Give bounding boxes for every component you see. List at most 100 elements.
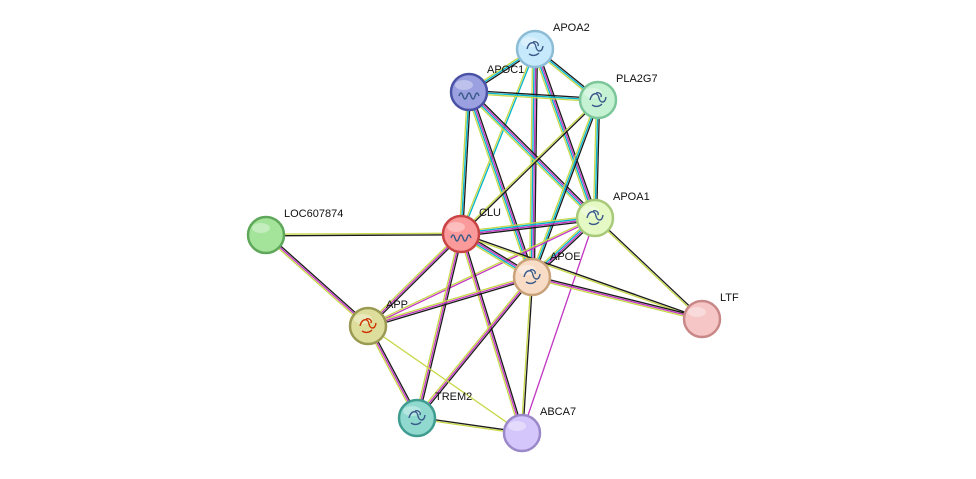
edge-strand	[461, 100, 600, 236]
edge-strand	[368, 277, 533, 329]
node-circle[interactable]	[682, 299, 722, 339]
edge-strand	[415, 275, 532, 418]
node-label: ABCA7	[540, 406, 576, 418]
edge-pla2g7-apoa1[interactable]	[592, 99, 601, 219]
edge-apoa1-abca7[interactable]	[521, 217, 596, 434]
edge-strand	[469, 89, 599, 100]
edge-apoc1-clu[interactable]	[458, 91, 472, 235]
helix-structure-icon	[458, 92, 480, 100]
node-circle[interactable]	[515, 29, 555, 69]
edge-strand	[460, 233, 523, 434]
edge-strand	[594, 218, 702, 321]
edge-strand	[467, 92, 532, 278]
node-circle[interactable]	[578, 80, 618, 120]
edge-strand	[522, 277, 534, 434]
edge-strand	[461, 233, 525, 433]
edge-apoa1-ltf[interactable]	[594, 216, 703, 321]
edge-clu-ltf[interactable]	[460, 232, 703, 321]
node-trem2[interactable]: TREM2	[397, 391, 472, 438]
edge-strand	[532, 49, 594, 220]
edge-apoa1-clu[interactable]	[460, 214, 596, 238]
node-highlight	[447, 222, 465, 232]
edge-strand	[461, 219, 596, 238]
edge-apoa1-app[interactable]	[367, 216, 596, 328]
edge-strand	[521, 217, 596, 434]
node-circle[interactable]	[246, 215, 286, 255]
node-clu[interactable]: CLU	[441, 207, 501, 254]
node-abca7[interactable]: ABCA7	[502, 406, 576, 453]
node-circle[interactable]	[575, 198, 615, 238]
edge-apoe-app[interactable]	[367, 274, 533, 329]
edge-strand	[470, 91, 535, 277]
edge-strand	[461, 232, 703, 319]
edge-strand	[459, 48, 535, 234]
node-circle[interactable]	[441, 214, 481, 254]
edge-strand	[416, 233, 462, 419]
node-app[interactable]: APP	[348, 299, 408, 346]
edge-strand	[414, 233, 461, 418]
edge-strand	[468, 92, 598, 103]
node-label: LOC607874	[284, 208, 343, 220]
edge-strand	[417, 277, 534, 420]
protein-structure-icon	[589, 92, 607, 108]
edge-clu-loc607874[interactable]	[265, 232, 462, 237]
edge-pla2g7-clu[interactable]	[459, 98, 600, 236]
edge-strand	[466, 92, 531, 278]
edge-clu-app[interactable]	[366, 232, 463, 328]
edge-apoe-trem2[interactable]	[415, 275, 534, 420]
edge-strand	[536, 47, 598, 218]
edge-strand	[367, 274, 532, 326]
edge-loc607874-app[interactable]	[264, 233, 370, 328]
edge-pla2g7-apoe[interactable]	[529, 99, 601, 278]
edge-strand	[466, 93, 594, 221]
edge-strand	[469, 90, 597, 218]
edge-strand	[531, 99, 599, 278]
edge-strand	[367, 276, 533, 327]
edge-clu-trem2[interactable]	[414, 233, 464, 419]
edge-strand	[368, 218, 596, 328]
node-highlight	[688, 307, 706, 317]
edge-clu-abca7[interactable]	[458, 233, 525, 434]
edge-strand	[461, 218, 596, 236]
edge-strand	[460, 234, 702, 321]
edge-apoc1-pla2g7[interactable]	[468, 89, 599, 103]
edge-apoe-ltf[interactable]	[531, 274, 703, 322]
edge-strand	[366, 232, 461, 326]
edge-strand	[459, 98, 598, 234]
node-apoe[interactable]: APOE	[512, 251, 581, 297]
node-apoa2[interactable]: APOA2	[515, 22, 590, 69]
node-label: APP	[386, 299, 408, 311]
edge-strand	[592, 99, 598, 218]
edge-strand	[265, 232, 461, 235]
edge-strand	[367, 325, 523, 434]
edge-strand	[367, 233, 462, 327]
node-label: CLU	[479, 207, 501, 219]
edge-strand	[264, 235, 368, 328]
edge-strand	[265, 234, 369, 327]
node-circle[interactable]	[348, 306, 388, 346]
node-label: APOA1	[613, 191, 650, 203]
node-label: LTF	[720, 292, 739, 304]
edge-app-abca7[interactable]	[367, 325, 523, 434]
node-circle[interactable]	[502, 413, 542, 453]
node-apoa1[interactable]: APOA1	[575, 191, 650, 238]
node-apoc1[interactable]: APOC1	[449, 64, 524, 112]
node-label: APOA2	[553, 22, 590, 34]
node-pla2g7[interactable]: PLA2G7	[578, 73, 658, 120]
edge-strand	[595, 216, 703, 319]
protein-structure-icon	[359, 318, 377, 334]
node-circle[interactable]	[512, 257, 552, 297]
node-loc607874[interactable]: LOC607874	[246, 208, 343, 255]
edge-strand	[532, 274, 703, 319]
edge-strand	[417, 234, 464, 419]
node-circle[interactable]	[397, 398, 437, 438]
edge-apoc1-apoa1[interactable]	[466, 89, 598, 221]
edge-apoc1-apoe[interactable]	[466, 91, 535, 278]
edge-apoe-abca7[interactable]	[520, 276, 534, 434]
edge-strand	[368, 234, 463, 328]
node-ltf[interactable]: LTF	[682, 292, 739, 339]
edge-apoa2-clu[interactable]	[459, 48, 537, 235]
node-circle[interactable]	[449, 72, 489, 112]
edge-strand	[470, 89, 598, 217]
